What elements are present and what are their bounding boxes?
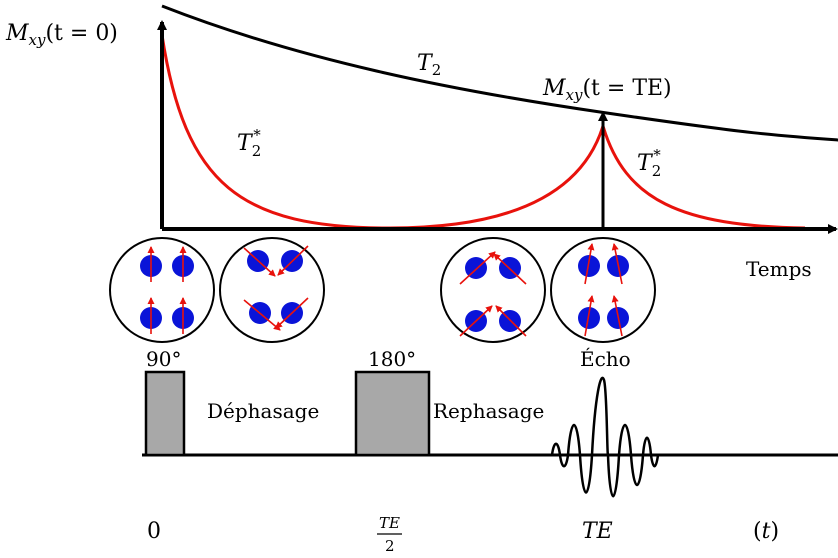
t2-label: T2 [417,51,441,79]
spins-in-phase-circle [109,237,215,343]
spins-echo-circle [550,237,656,343]
t2star-left-label: T2* [237,126,261,160]
time-tick-t: (t) [753,519,779,544]
svg-text:2: 2 [385,537,395,555]
time-tick-te: TE [582,519,613,544]
mxy-te-label: Mxy(t = TE) [542,76,672,104]
rephasing-label: Rephasage [433,399,544,423]
pulse-90-label: 90° [146,347,181,371]
t2star-right-label: T2* [637,146,661,180]
t2star-echo-decay-curve [601,125,806,230]
pulse-180 [354,370,431,457]
echo-label: Écho [580,347,631,371]
time-axis-label: Temps [746,257,812,281]
t2-decay-curve [161,4,838,142]
pulse-90 [144,370,186,457]
echo-signal-waveform [550,376,660,498]
t2star-fid-curve [160,34,605,230]
pulse-180-label: 180° [368,347,416,371]
dephasing-label: Déphasage [207,399,319,423]
time-var: t [762,519,771,544]
spins-dephasing-circle [219,237,325,343]
mxy-t0-label: Mxy(t = 0) [5,21,118,49]
time-tick-zero: 0 [147,519,161,544]
time-tick-te-half: TE 2 [377,514,402,555]
svg-text:TE: TE [379,514,400,532]
spins-rephasing-circle [440,237,546,343]
